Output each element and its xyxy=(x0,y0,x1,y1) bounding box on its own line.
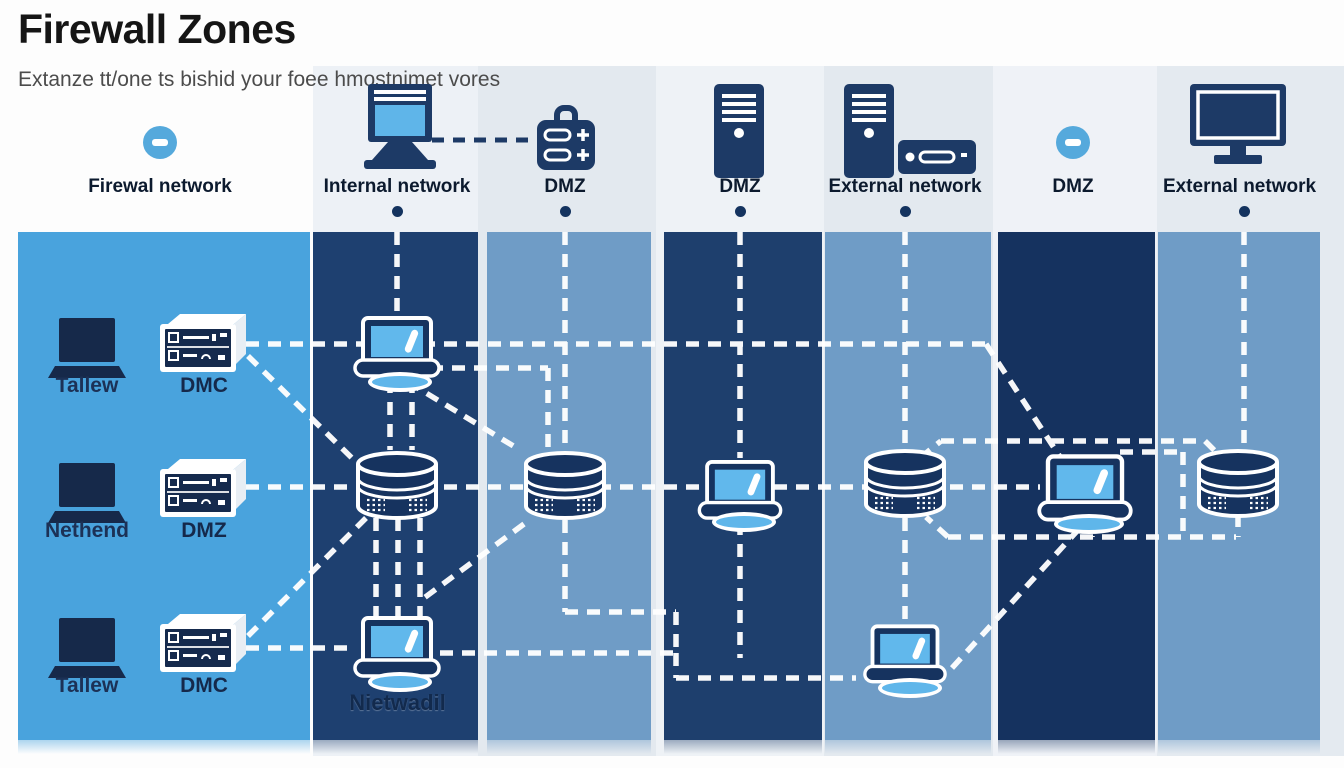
zone-dot xyxy=(1239,206,1250,217)
page-title: Firewall Zones xyxy=(18,6,296,52)
zone-label-dmz2: DMZ xyxy=(719,176,761,197)
band-reflection xyxy=(18,740,310,754)
band-reflection xyxy=(487,740,651,754)
zone-label-external1: External network xyxy=(828,176,982,197)
server-3d-icon xyxy=(160,614,248,676)
zone-label-internal: Internal network xyxy=(323,176,471,197)
device-label: Tallew xyxy=(55,374,119,397)
zone-label-dmz3: DMZ xyxy=(1052,176,1094,197)
zone-label-external2: External network xyxy=(1162,176,1317,197)
database-icon xyxy=(1194,448,1282,518)
zone-dot xyxy=(560,206,571,217)
zone-dot xyxy=(900,206,911,217)
laptop-icon xyxy=(48,618,126,680)
laptop-shadow xyxy=(368,372,432,392)
laptop-outline-icon xyxy=(862,624,948,684)
server-3d-icon xyxy=(160,459,248,521)
minus-circle-icon xyxy=(143,126,177,159)
laptop-outline-icon xyxy=(352,616,442,678)
server-tower-icon xyxy=(844,84,894,178)
laptop-icon xyxy=(48,318,126,380)
zone-dot xyxy=(735,206,746,217)
network-device-icon xyxy=(898,140,976,174)
desktop-computer-icon xyxy=(362,84,438,174)
server-label: DMZ xyxy=(181,519,227,542)
monitor-icon xyxy=(1190,84,1286,170)
server-label: DMC xyxy=(180,374,228,397)
laptop-outline-icon xyxy=(1036,454,1134,522)
laptop-shadow xyxy=(368,672,432,692)
band-reflection xyxy=(313,740,478,754)
zone-label-dmz1: DMZ xyxy=(544,176,586,197)
band-reflection xyxy=(825,740,991,754)
laptop-icon xyxy=(48,463,126,525)
server-tower-icon xyxy=(714,84,764,178)
band-reflection xyxy=(998,740,1155,754)
dmz-case-icon xyxy=(536,104,596,172)
server-3d-icon xyxy=(160,314,248,376)
laptop-shadow xyxy=(712,512,776,532)
laptop-shadow xyxy=(1054,514,1124,534)
laptop-outline-icon xyxy=(352,316,442,378)
database-icon xyxy=(521,450,609,520)
laptop-shadow xyxy=(878,678,942,698)
internal-bottom-label: Nietwadil xyxy=(349,690,446,715)
database-icon xyxy=(353,450,441,520)
laptop-outline-icon xyxy=(696,460,784,520)
minus-circle-icon xyxy=(1056,126,1090,159)
band-reflection xyxy=(664,740,822,754)
server-label: DMC xyxy=(180,674,228,697)
zone-label-firewall: Firewal network xyxy=(88,176,232,197)
database-icon xyxy=(861,448,949,518)
band-reflection xyxy=(1158,740,1320,754)
zone-dot xyxy=(392,206,403,217)
device-label: Nethend xyxy=(45,519,129,542)
device-label: Tallew xyxy=(55,674,119,697)
